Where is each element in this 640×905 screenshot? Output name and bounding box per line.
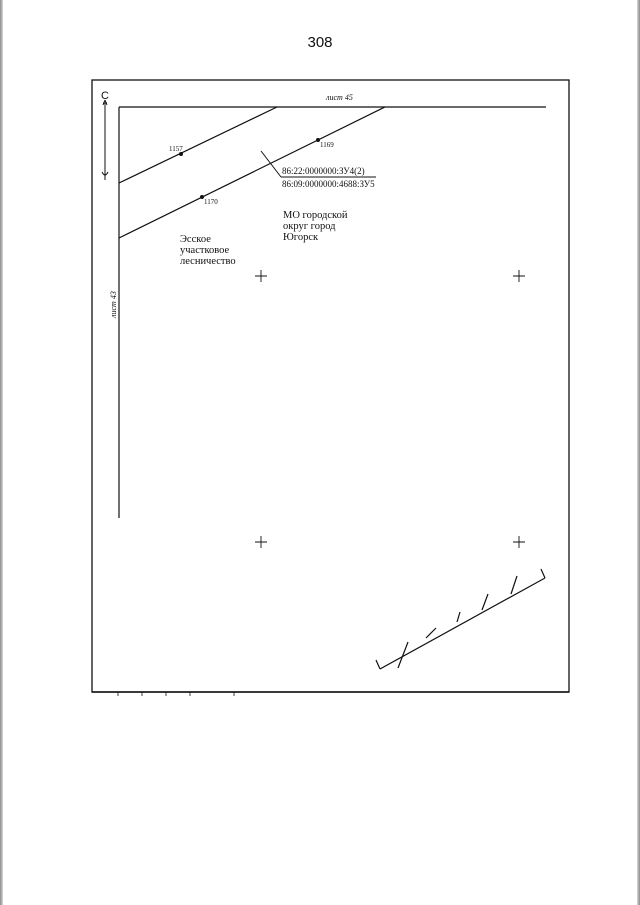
parcel-boundary-upper [118, 106, 278, 184]
boundary-point-1157 [179, 152, 183, 156]
bottom-ticks [117, 692, 235, 696]
area-label-forestry-line-2: участковое [180, 245, 230, 256]
area-label-municipality-line-1: МО городской [283, 210, 348, 221]
parcel-boundary-lower [118, 106, 386, 239]
parcel-number-lower: 86:09:0000000:4688:ЗУ5 [282, 179, 375, 189]
grid-cross-icon [255, 536, 267, 548]
area-label-forestry-line-1: Эсское [180, 234, 211, 245]
grid-cross-icon [513, 536, 525, 548]
sheet-label-left: лист 43 [109, 291, 118, 319]
boundary-point-1169 [316, 138, 320, 142]
sheet-label-top: лист 45 [325, 93, 353, 102]
area-label-forestry: Эсское участковое лесничество [180, 234, 236, 267]
point-label-1170: 1170 [204, 198, 218, 206]
boundary-point-1170 [200, 195, 204, 199]
area-label-forestry-line-3: лесничество [180, 256, 236, 267]
north-arrow-icon [101, 99, 109, 180]
grid-cross-icon [255, 270, 267, 282]
north-label: С [101, 90, 109, 102]
area-label-municipality-line-3: Югорск [283, 232, 319, 243]
area-label-municipality: МО городской округ город Югорск [283, 210, 348, 243]
point-label-1169: 1169 [320, 141, 334, 149]
point-label-1157: 1157 [169, 145, 183, 153]
area-label-municipality-line-2: округ город [283, 221, 336, 232]
page-number: 308 [307, 34, 333, 51]
grid-cross-icon [513, 270, 525, 282]
parcel-leader-line [260, 150, 282, 178]
scale-bar-icon [375, 568, 546, 670]
scan-edge-right [637, 0, 640, 905]
grid-crosses [255, 270, 525, 548]
parcel-number-upper: 86:22:0000000:ЗУ4(2) [282, 166, 365, 176]
scan-edge-left [0, 0, 3, 905]
